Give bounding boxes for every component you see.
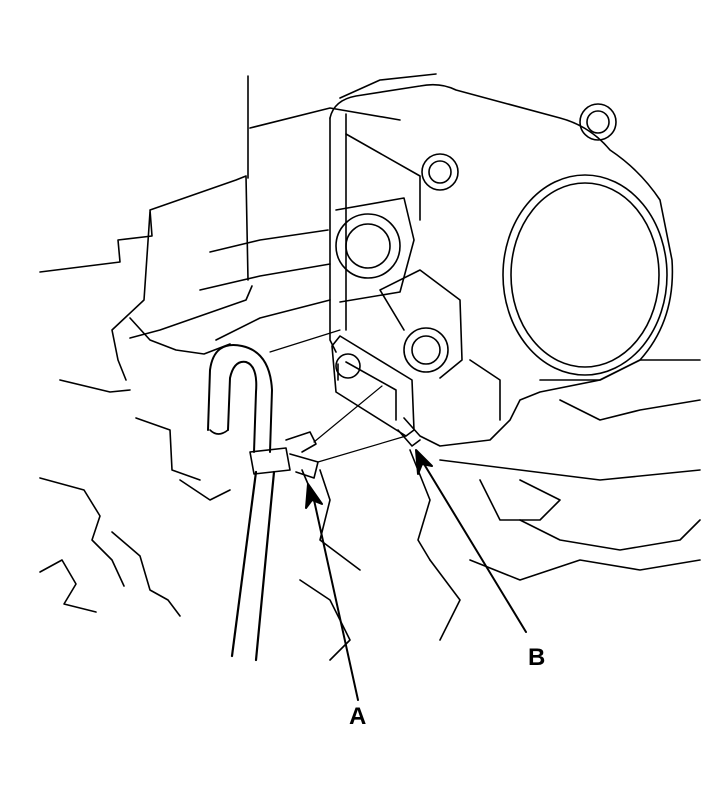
callout-label-b: B [528, 644, 546, 671]
callout-a-arrow [305, 483, 359, 701]
hose [207, 344, 276, 662]
engine-background-outline [39, 73, 701, 661]
alignment-lines [269, 329, 407, 463]
throttle-bore [502, 174, 668, 376]
hose-clamp [249, 431, 319, 485]
callout-b-arrow [415, 449, 527, 633]
bracket [331, 335, 421, 447]
throttle-body [329, 83, 674, 447]
callout-label-a: A [349, 703, 367, 730]
